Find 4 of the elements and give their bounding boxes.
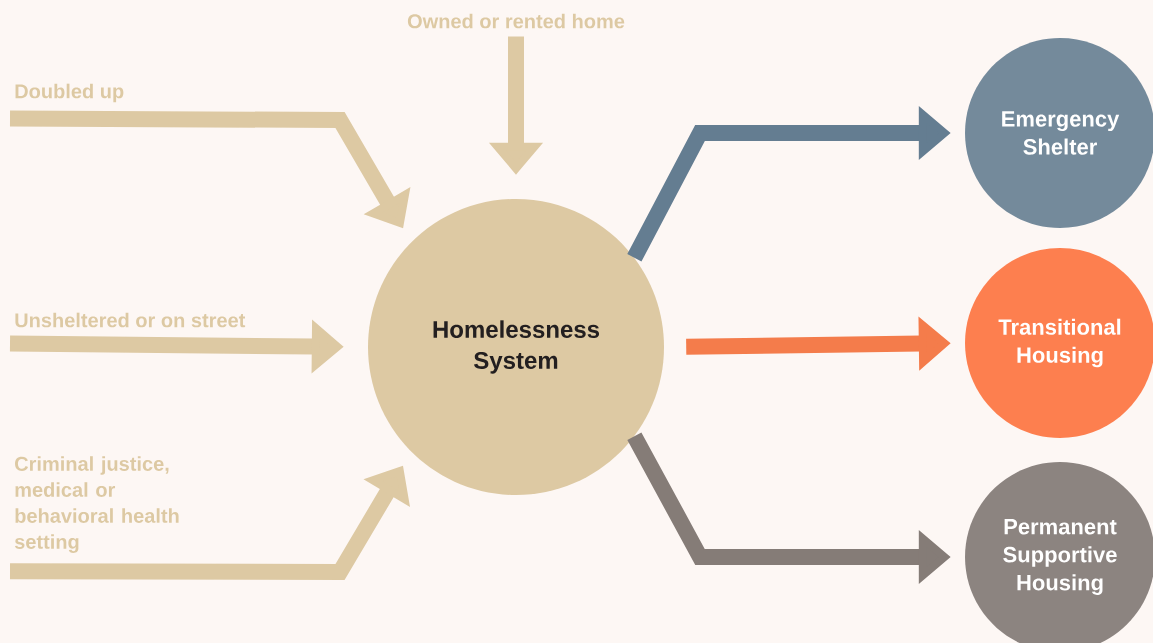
source-label: Doubled up (15, 83, 124, 103)
source-label: Owned or rented home (407, 13, 625, 29)
source-label: Unsheltered or on street (15, 312, 246, 328)
source-label: Criminal justice, medical or behavioral health setting (14, 456, 179, 553)
